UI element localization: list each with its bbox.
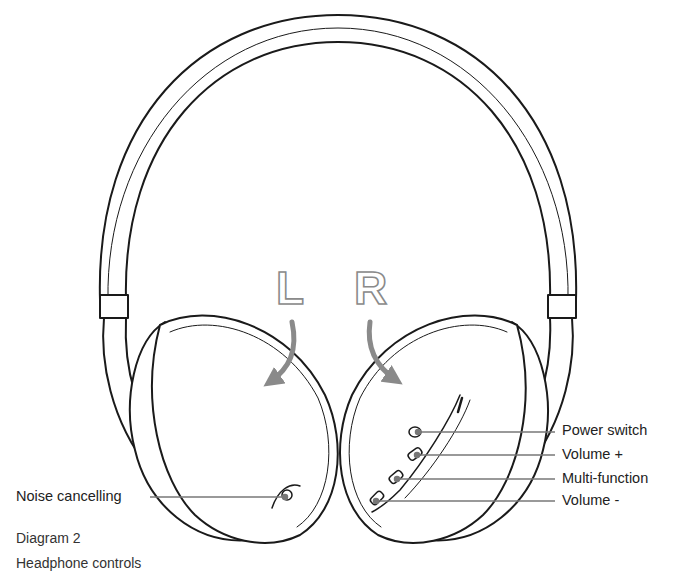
control-label: Multi-function: [562, 470, 648, 487]
caption-line: Diagram 2: [16, 530, 81, 547]
control-label: Noise cancelling: [16, 488, 122, 505]
caption-line: Headphone controls: [16, 555, 141, 572]
side-letter: R: [354, 265, 387, 311]
side-letter: L: [276, 265, 304, 311]
control-label: Volume -: [562, 492, 619, 509]
control-label: Volume +: [562, 446, 623, 463]
control-label: Power switch: [562, 422, 647, 439]
